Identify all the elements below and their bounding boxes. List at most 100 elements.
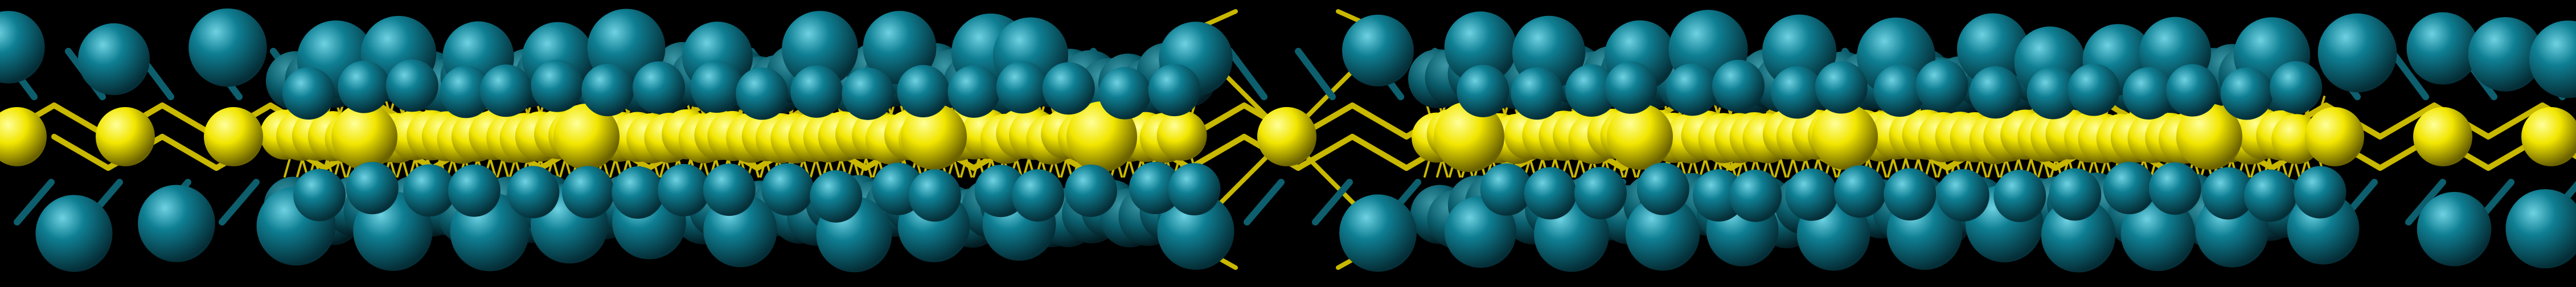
outer-atom xyxy=(690,60,743,113)
outer-atom xyxy=(2505,189,2576,269)
near-atoms-layer xyxy=(0,8,2576,273)
outer-atom xyxy=(1762,14,1837,89)
outer-atom xyxy=(77,23,150,96)
outer-atom xyxy=(2041,198,2116,273)
outer-atom xyxy=(658,163,711,216)
outer-atom xyxy=(1524,167,1577,220)
outer-atom xyxy=(1098,67,1151,120)
central-atom xyxy=(1607,104,1673,170)
outer-atom xyxy=(1873,64,1926,117)
outer-atom xyxy=(507,166,560,219)
outer-atom xyxy=(2103,162,2156,215)
outer-atom xyxy=(2166,64,2219,117)
outer-atom xyxy=(138,184,215,263)
bond xyxy=(51,134,111,171)
central-atom xyxy=(1812,104,1878,170)
central-atom xyxy=(1067,101,1137,172)
outer-atom xyxy=(2122,67,2175,120)
outer-atom xyxy=(1692,169,1745,222)
outer-atom xyxy=(1956,13,2029,85)
outer-atom xyxy=(612,166,664,219)
bond xyxy=(159,134,219,171)
outer-atom xyxy=(1729,169,1782,222)
outer-atom xyxy=(1157,192,1234,270)
outer-atom xyxy=(338,60,391,113)
outer-atom xyxy=(1993,170,2046,223)
outer-atom xyxy=(2317,13,2397,93)
outer-atom xyxy=(2067,63,2120,116)
outer-atom xyxy=(2468,17,2543,92)
outer-atom xyxy=(897,65,950,118)
bond xyxy=(2377,102,2437,140)
outer-atom xyxy=(2417,191,2492,266)
outer-atom xyxy=(35,195,113,272)
outer-atom xyxy=(1511,67,1564,120)
outer-atom xyxy=(448,164,501,217)
outer-atom xyxy=(581,64,634,117)
outer-atom xyxy=(2148,162,2201,215)
outer-atom xyxy=(479,64,532,117)
outer-atom xyxy=(947,65,1000,118)
central-atom xyxy=(96,107,155,166)
central-atom xyxy=(0,107,47,166)
bond xyxy=(2405,179,2446,226)
bond xyxy=(1295,134,1355,171)
outer-atom xyxy=(1148,64,1201,117)
outer-atom xyxy=(1480,163,1533,216)
bond xyxy=(1244,179,1285,226)
outer-atom xyxy=(2049,168,2102,221)
outer-atom xyxy=(1771,66,1824,119)
outer-atom xyxy=(1574,167,1627,220)
outer-atom xyxy=(782,11,858,88)
outer-atom xyxy=(842,67,895,120)
central-atom xyxy=(553,104,620,170)
outer-atom xyxy=(282,67,335,120)
outer-atom xyxy=(996,61,1049,114)
outer-atom xyxy=(1042,62,1095,115)
outer-atom xyxy=(1457,64,1509,117)
outer-atom xyxy=(1168,163,1221,216)
central-atom xyxy=(901,104,967,170)
central-atom xyxy=(1257,107,1316,166)
outer-atom xyxy=(1785,168,1838,221)
outer-atom xyxy=(0,11,45,84)
outer-atom xyxy=(346,162,399,215)
outer-atom xyxy=(908,169,961,222)
outer-atom xyxy=(2406,12,2479,85)
outer-atom xyxy=(562,166,615,219)
central-atom xyxy=(1156,110,1207,161)
outer-atom xyxy=(1064,164,1117,217)
central-atom xyxy=(204,107,263,166)
outer-atom xyxy=(1969,66,2022,119)
outer-atom xyxy=(810,170,863,223)
outer-atom xyxy=(2270,61,2323,114)
bond xyxy=(1312,179,1353,226)
central-atom xyxy=(1434,101,1504,172)
outer-atom xyxy=(1666,63,1719,116)
outer-atom xyxy=(1712,60,1765,113)
outer-atom xyxy=(440,65,493,118)
outer-atom xyxy=(1937,169,1990,222)
outer-atom xyxy=(2244,169,2297,222)
outer-atom xyxy=(1129,162,1182,215)
outer-atom xyxy=(761,163,814,216)
outer-atom xyxy=(1012,169,1065,222)
outer-atom xyxy=(1884,168,1937,221)
outer-atom xyxy=(703,163,756,216)
outer-atom xyxy=(736,67,789,120)
outer-atom xyxy=(1342,14,1414,87)
outer-atom xyxy=(385,59,438,112)
outer-atom xyxy=(1444,11,1517,84)
central-atom xyxy=(2413,107,2472,166)
outer-atom xyxy=(293,169,346,222)
outer-atom xyxy=(2220,67,2273,120)
central-atom xyxy=(331,104,397,170)
bond xyxy=(2388,48,2429,100)
outer-atom xyxy=(188,8,267,87)
central-atom xyxy=(2176,104,2242,170)
bond xyxy=(1187,134,1247,171)
bond xyxy=(2485,102,2545,140)
outer-atom xyxy=(2529,20,2576,99)
outer-atom xyxy=(2120,196,2196,271)
